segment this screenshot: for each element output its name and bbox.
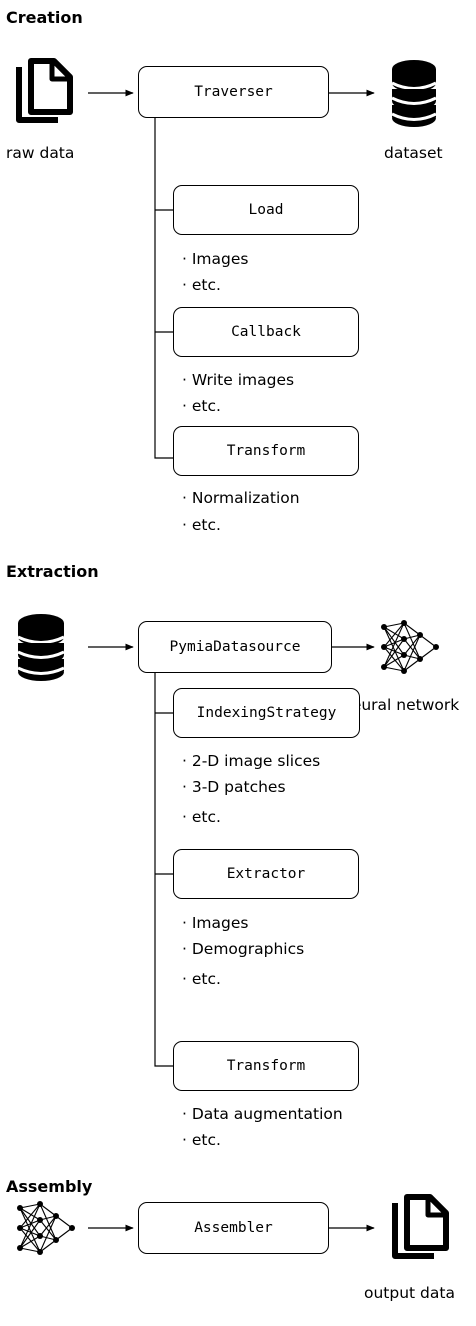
documents-icon xyxy=(392,1194,449,1259)
extractor-box: Extractor xyxy=(173,849,359,899)
neural-network-icon xyxy=(17,1201,75,1255)
extractor-item: · etc. xyxy=(182,970,221,988)
transform-box: Transform xyxy=(173,426,359,476)
callback-item: · Write images xyxy=(182,371,295,389)
extractor-item: · Demographics xyxy=(182,940,305,958)
section-title-assembly: Assembly xyxy=(6,1177,93,1196)
load-box: Load xyxy=(173,185,359,235)
extraction-tree-line xyxy=(154,672,173,1067)
transform-item: · etc. xyxy=(182,1131,221,1149)
traverser-box: Traverser xyxy=(138,66,329,118)
dataset-label: dataset xyxy=(384,144,443,162)
transform-item: · Data augmentation xyxy=(182,1105,343,1123)
section-title-creation: Creation xyxy=(6,8,83,27)
output-data-label: output data xyxy=(364,1284,455,1302)
extraction-connectors xyxy=(88,643,375,1067)
transform-item: · Normalization xyxy=(182,489,300,507)
database-icon xyxy=(391,60,437,127)
extractor-item: · Images xyxy=(182,914,249,932)
neural-network-label: neural network xyxy=(342,696,460,714)
load-item: · Images xyxy=(182,250,249,268)
transform-box: Transform xyxy=(173,1041,359,1091)
assembler-box: Assembler xyxy=(138,1202,329,1254)
neural-network-icon xyxy=(381,620,439,674)
creation-tree-line xyxy=(154,118,173,459)
callback-box: Callback xyxy=(173,307,359,357)
indexing-item: · etc. xyxy=(182,808,221,826)
indexing-item: · 2-D image slices xyxy=(182,752,321,770)
creation-connectors xyxy=(88,89,375,459)
raw-data-label: raw data xyxy=(6,144,75,162)
transform-item: · etc. xyxy=(182,516,221,534)
indexing-item: · 3-D patches xyxy=(182,778,286,796)
callback-item: · etc. xyxy=(182,397,221,415)
section-title-extraction: Extraction xyxy=(6,562,99,581)
load-item: · etc. xyxy=(182,276,221,294)
database-icon xyxy=(17,614,65,681)
documents-icon xyxy=(16,58,73,123)
indexing-strategy-box: IndexingStrategy xyxy=(173,688,360,738)
pymia-datasource-box: PymiaDatasource xyxy=(138,621,332,673)
